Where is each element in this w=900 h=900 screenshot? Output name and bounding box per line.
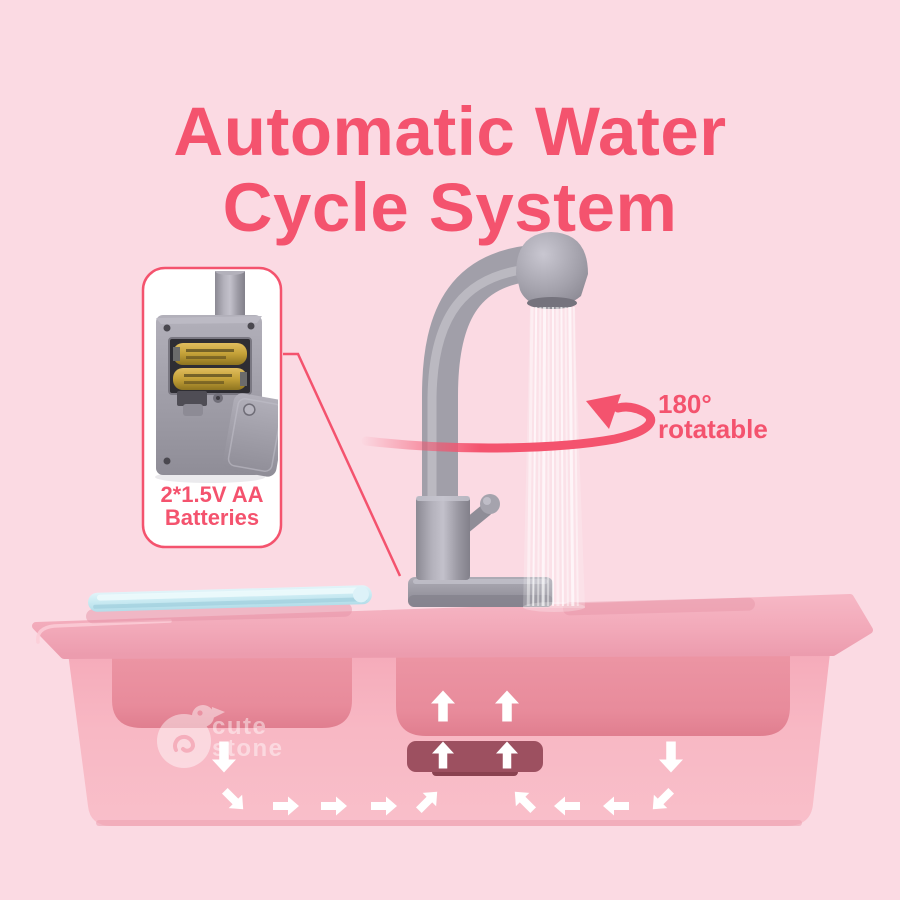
faucet-spout <box>527 297 577 309</box>
rotation-label-text: rotatable <box>658 414 768 444</box>
faucet-neck <box>422 244 563 538</box>
water-stream <box>537 306 542 607</box>
cycle-arrow-up-drain-2 <box>496 741 518 769</box>
watermark-line2: stone <box>212 735 284 762</box>
battery-caption: 2*1.5V AA Batteries <box>143 483 281 529</box>
watermark-bird-icon <box>157 705 225 768</box>
counter-groove-right <box>563 597 755 616</box>
cycle-arrow-up-basin-1 <box>431 690 455 722</box>
rotation-label-degrees: 180° <box>658 389 712 419</box>
battery-caption-line1: 2*1.5V AA <box>160 482 264 507</box>
water-cycle-arrows <box>212 690 683 816</box>
rotation-label: 180° rotatable <box>658 389 768 444</box>
sink-bottom-shade <box>96 820 802 826</box>
battery-caption-line2: Batteries <box>164 505 260 530</box>
cycle-arrow-se <box>221 787 244 810</box>
sink-left-basin <box>112 653 352 728</box>
water-stream <box>532 306 538 607</box>
faucet <box>408 232 588 607</box>
cycle-arrow-up-drain-1 <box>432 741 454 769</box>
faucet-base-front <box>408 595 553 607</box>
battery-switch <box>177 391 207 406</box>
cycle-arrow-right-2 <box>321 796 347 816</box>
cycle-arrow-right-3 <box>371 796 397 816</box>
rotation-arrowhead <box>586 394 621 429</box>
water-spray <box>523 306 585 612</box>
page-title-line1: Automatic Water <box>173 93 727 171</box>
water-stream <box>547 306 550 607</box>
cycle-arrow-nw <box>514 791 537 814</box>
water-stream <box>564 306 569 607</box>
counter-rim-highlight <box>36 619 172 644</box>
water-stream <box>555 306 560 607</box>
sink-right-basin <box>396 653 790 736</box>
cycle-arrow-ne <box>415 791 438 814</box>
faucet-head <box>516 232 588 307</box>
faucet-collar <box>416 496 470 580</box>
battery-cover <box>223 393 278 477</box>
battery-1 <box>173 343 247 365</box>
water-stream <box>568 306 575 607</box>
battery-compartment <box>155 271 278 483</box>
callout-connector-line <box>283 352 402 577</box>
faucet-base-top-highlight <box>413 579 548 584</box>
battery-2 <box>173 368 247 390</box>
battery-unit-knob <box>215 271 245 320</box>
soap-tray <box>88 585 372 612</box>
cycle-arrow-down-right <box>659 741 683 773</box>
page-title: Automatic Water Cycle System <box>0 94 900 246</box>
cycle-arrow-down-left <box>212 741 236 773</box>
sink-drain <box>407 741 543 772</box>
faucet-collar-edge <box>416 496 470 501</box>
faucet-neck-highlight <box>427 263 545 525</box>
watermark-line1: cute <box>212 713 268 740</box>
water-stream <box>560 306 564 607</box>
water-stream <box>526 306 534 607</box>
cycle-arrow-sw <box>652 787 675 810</box>
cycle-arrow-left-2 <box>603 796 629 816</box>
counter-rim <box>32 594 873 659</box>
cycle-arrow-left-1 <box>554 796 580 816</box>
water-stream <box>573 306 579 607</box>
page-title-line2: Cycle System <box>222 169 678 247</box>
cycle-arrow-right-1 <box>273 796 299 816</box>
watermark-text: cute stone <box>212 713 284 762</box>
rotation-arrow <box>361 394 656 453</box>
water-stream <box>541 306 547 607</box>
cycle-arrow-up-basin-2 <box>495 690 519 722</box>
